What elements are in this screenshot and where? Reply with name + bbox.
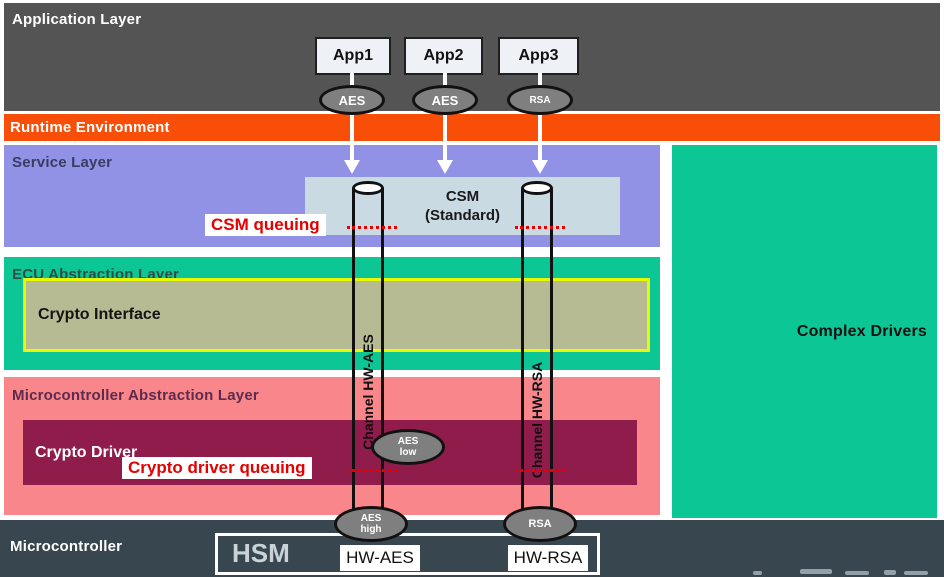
runtime-environment-title: Runtime Environment — [10, 119, 170, 136]
app3-rsa-ellipse: RSA — [507, 85, 573, 115]
microcontroller-band: Microcontroller — [0, 520, 944, 577]
hsm-box — [215, 533, 600, 575]
complex-drivers-block: Complex Drivers — [672, 145, 937, 518]
crypto-driver-queuing-dotted-line-aes — [347, 469, 397, 472]
hw-rsa-module-box: HW-RSA — [508, 545, 588, 571]
crypto-interface-label: Crypto Interface — [38, 306, 161, 323]
aes-low-line1: AES — [397, 436, 419, 447]
app1-box: App1 — [315, 37, 391, 75]
crypto-driver-queuing-dotted-line-rsa — [515, 469, 565, 472]
application-layer-title: Application Layer — [12, 11, 142, 28]
aes-high-line1: AES — [360, 513, 382, 524]
app3-box: App3 — [498, 37, 579, 75]
aes-high-line2: high — [360, 524, 382, 535]
csm-title: CSM — [445, 188, 480, 205]
app2-down-arrow-icon — [437, 160, 453, 174]
app3-down-arrow-icon — [532, 160, 548, 174]
hw-rsa-channel-pipe — [521, 188, 553, 514]
microcontroller-title: Microcontroller — [10, 538, 123, 555]
aes-low-queue-ellipse: AES low — [371, 429, 445, 465]
csm-queuing-dotted-line-aes — [347, 226, 397, 229]
csm-subtitle: (Standard) — [425, 207, 500, 224]
app2-box: App2 — [404, 37, 483, 75]
mcal-title: Microcontroller Abstraction Layer — [12, 387, 259, 404]
app2-connector-line — [443, 73, 447, 162]
hsm-label: HSM — [232, 538, 290, 568]
hw-aes-pipe-cap — [352, 181, 384, 195]
app1-aes-ellipse: AES — [319, 85, 385, 115]
aes-low-line2: low — [399, 447, 417, 458]
crypto-driver-label: Crypto Driver — [35, 443, 138, 461]
crypto-driver-queuing-annotation: Crypto driver queuing — [122, 457, 312, 479]
hw-rsa-pipe-cap — [521, 181, 553, 195]
channel-hw-rsa-label: Channel HW-RSA — [529, 361, 545, 479]
app1-connector-line — [350, 73, 354, 162]
app2-aes-ellipse: AES — [412, 85, 478, 115]
csm-queuing-annotation: CSM queuing — [205, 214, 326, 236]
hw-aes-channel-pipe — [352, 188, 384, 514]
crypto-interface-box: Crypto Interface — [23, 278, 650, 352]
service-layer-title: Service Layer — [12, 154, 113, 171]
rsa-queue-ellipse: RSA — [503, 506, 577, 542]
complex-drivers-title: Complex Drivers — [796, 323, 927, 340]
aes-high-queue-ellipse: AES high — [334, 506, 408, 542]
app1-down-arrow-icon — [344, 160, 360, 174]
channel-hw-aes-label: Channel HW-AES — [360, 334, 376, 450]
csm-queuing-dotted-line-rsa — [515, 226, 565, 229]
hw-aes-module-box: HW-AES — [340, 545, 420, 571]
app3-connector-line — [538, 73, 542, 162]
runtime-environment-band: Runtime Environment — [4, 114, 940, 141]
